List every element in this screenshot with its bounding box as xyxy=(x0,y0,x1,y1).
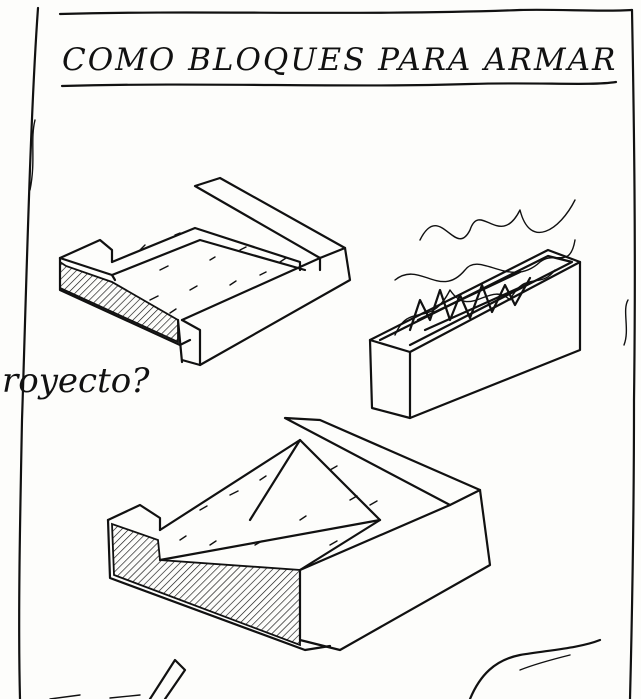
block-sketch-ramp xyxy=(106,416,492,652)
page-frame xyxy=(18,6,636,699)
sketch-title: COMO BLOQUES PARA ARMAR xyxy=(62,42,617,78)
margin-note: royecto? xyxy=(2,361,150,401)
block-sketch-tray xyxy=(58,176,352,367)
bottom-partial-sketch xyxy=(49,638,602,699)
block-sketch-planter xyxy=(368,199,582,420)
title-underline xyxy=(60,80,618,88)
